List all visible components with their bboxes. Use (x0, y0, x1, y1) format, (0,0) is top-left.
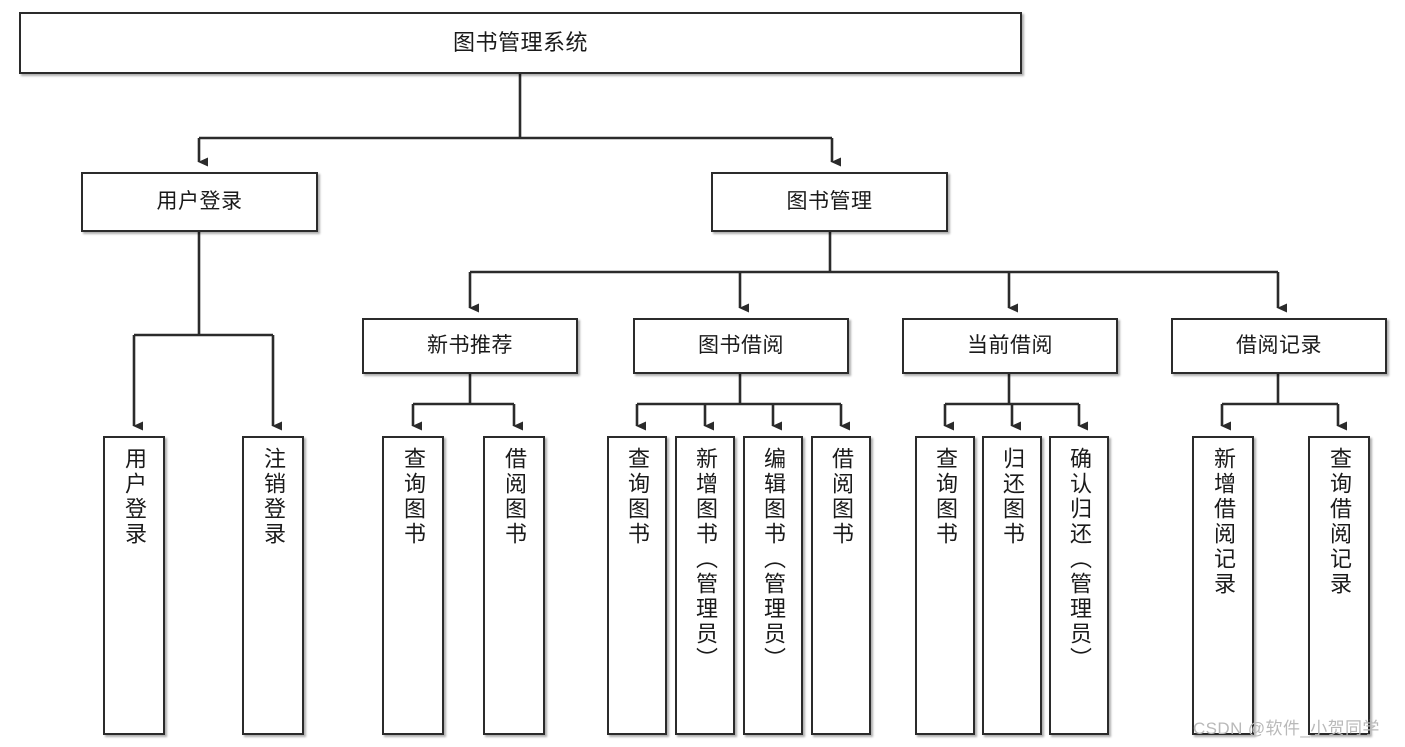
leaf-query-book-borrow[interactable]: 查询图书 (607, 436, 667, 735)
node-user-login[interactable]: 用户登录 (81, 172, 318, 232)
leaf-add-borrow-record[interactable]: 新增借阅记录 (1192, 436, 1254, 735)
node-current-borrow[interactable]: 当前借阅 (902, 318, 1118, 374)
node-borrow-record[interactable]: 借阅记录 (1171, 318, 1387, 374)
leaf-query-book-current[interactable]: 查询图书 (915, 436, 975, 735)
leaf-logout[interactable]: 注销登录 (242, 436, 304, 735)
node-label: 借阅图书 (829, 447, 854, 547)
node-label: 注销登录 (261, 447, 286, 547)
node-label: 确认归还（管理员） (1067, 447, 1092, 672)
node-label: 用户登录 (156, 189, 243, 213)
node-label: 借阅记录 (1236, 333, 1322, 357)
node-label: 用户登录 (122, 447, 147, 547)
node-label: 查询图书 (401, 447, 426, 547)
node-label: 编辑图书（管理员） (761, 447, 786, 672)
node-root-book-management-system[interactable]: 图书管理系统 (19, 12, 1022, 74)
node-label: 图书借阅 (698, 333, 784, 357)
node-label: 查询图书 (933, 447, 958, 547)
leaf-confirm-return-admin[interactable]: 确认归还（管理员） (1049, 436, 1109, 735)
node-new-book-recommend[interactable]: 新书推荐 (362, 318, 578, 374)
node-label: 借阅图书 (502, 447, 527, 547)
node-label: 新增图书（管理员） (693, 447, 718, 672)
leaf-borrow-book[interactable]: 借阅图书 (811, 436, 871, 735)
node-label: 新增借阅记录 (1211, 447, 1236, 597)
leaf-add-book-admin[interactable]: 新增图书（管理员） (675, 436, 735, 735)
node-label: 归还图书 (1000, 447, 1025, 547)
node-label: 查询借阅记录 (1327, 447, 1352, 597)
node-label: 查询图书 (625, 447, 650, 547)
leaf-borrow-book-recommend[interactable]: 借阅图书 (483, 436, 545, 735)
node-label: 当前借阅 (967, 333, 1053, 357)
node-book-management[interactable]: 图书管理 (711, 172, 948, 232)
leaf-return-book[interactable]: 归还图书 (982, 436, 1042, 735)
node-book-borrow[interactable]: 图书借阅 (633, 318, 849, 374)
leaf-edit-book-admin[interactable]: 编辑图书（管理员） (743, 436, 803, 735)
leaf-query-book-recommend[interactable]: 查询图书 (382, 436, 444, 735)
leaf-query-borrow-record[interactable]: 查询借阅记录 (1308, 436, 1370, 735)
node-label: 图书管理系统 (452, 30, 588, 56)
node-label: 图书管理 (786, 189, 873, 213)
node-label: 新书推荐 (427, 333, 513, 357)
leaf-user-login[interactable]: 用户登录 (103, 436, 165, 735)
